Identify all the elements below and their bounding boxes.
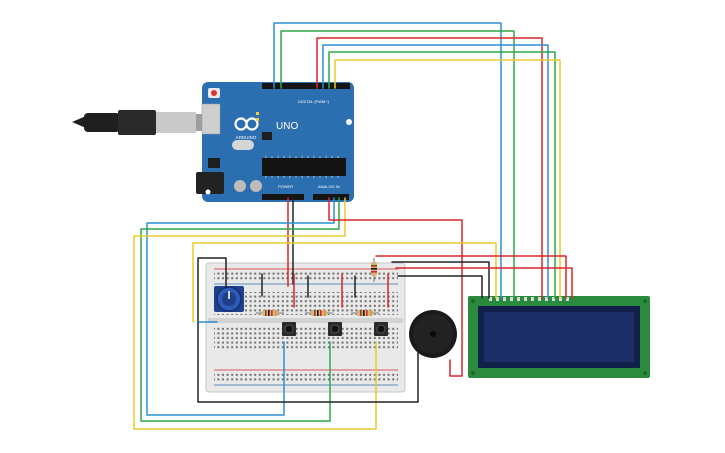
crystal [232,140,254,150]
chip-pins [265,156,339,178]
analog-label: ANALOG IN [318,184,340,189]
arduino-uno-board[interactable]: ARDUINO UNO DIGITAL (PWM~) POWER ANALOG … [196,82,354,202]
wire-green-a1[interactable] [140,197,340,422]
wire-red-top[interactable] [316,37,543,299]
pushbutton-icon-3[interactable] [374,322,388,336]
rail-holes-bottom [214,373,398,382]
pushbutton-icon[interactable] [282,322,296,336]
status-led [256,112,259,115]
wire-yellow-top[interactable] [334,59,561,299]
terminal-holes-b [214,326,398,349]
power-label: POWER [278,184,293,189]
power-jack [196,172,224,194]
mount-hole [346,119,352,125]
lcd-mount-hole [471,299,475,303]
pushbutton-icon-2[interactable] [328,322,342,336]
wire-red-lcd-vcc[interactable] [375,255,567,299]
digital-label: DIGITAL (PWM~) [298,99,330,104]
resistor-icon-3[interactable] [351,310,379,316]
wire-yellow-pot[interactable] [192,242,497,323]
wire-black-pot[interactable] [197,257,419,403]
wire-green-top-2[interactable] [328,51,556,299]
center-channel [208,318,403,323]
usb-cable-icon [72,110,204,135]
wire-blue-top-2[interactable] [322,44,549,299]
lcd-pins [489,297,569,301]
mount-hole-2 [205,189,211,195]
arduino-logo-text: ARDUINO [236,135,257,140]
wire-green-top[interactable] [280,30,515,299]
piezo-buzzer-icon[interactable] [409,310,457,358]
power-header[interactable] [262,194,304,200]
wire-red-lcd-led[interactable] [395,267,573,299]
wire-black-lcd-k[interactable] [397,275,483,299]
resistor-icon[interactable] [256,310,284,316]
wire-blue-top[interactable] [273,22,502,299]
digital-header[interactable] [262,83,350,89]
capacitor-1 [234,180,246,192]
lcd-mount-hole-4 [643,371,647,375]
usb-jack [201,103,221,135]
status-led-2 [256,118,259,121]
resistor-icon-2[interactable] [305,310,333,316]
wire-red-a3[interactable] [328,197,463,377]
atmega-chip [262,158,346,176]
lcd-screen [484,312,634,362]
rail-holes-top [214,272,398,281]
wire-yellow-a2[interactable] [133,197,377,430]
lcd-mount-hole-3 [471,371,475,375]
reset-button-cap[interactable] [211,90,217,96]
smd-chip-2 [262,132,272,140]
lcd-mount-hole-2 [643,299,647,303]
resistor-icon-4[interactable] [371,258,377,282]
capacitor-2 [250,180,262,192]
terminal-holes-a [214,292,398,315]
lcd-display[interactable] [468,296,650,378]
potentiometer-icon[interactable] [214,286,244,312]
wire-black-lcd-gnd[interactable] [391,261,490,299]
analog-header[interactable] [313,194,349,200]
smd-chip [208,158,220,168]
arduino-model-text: UNO [276,121,298,132]
wire-blue-a0[interactable] [146,197,335,416]
arduino-logo-icon [234,117,259,131]
